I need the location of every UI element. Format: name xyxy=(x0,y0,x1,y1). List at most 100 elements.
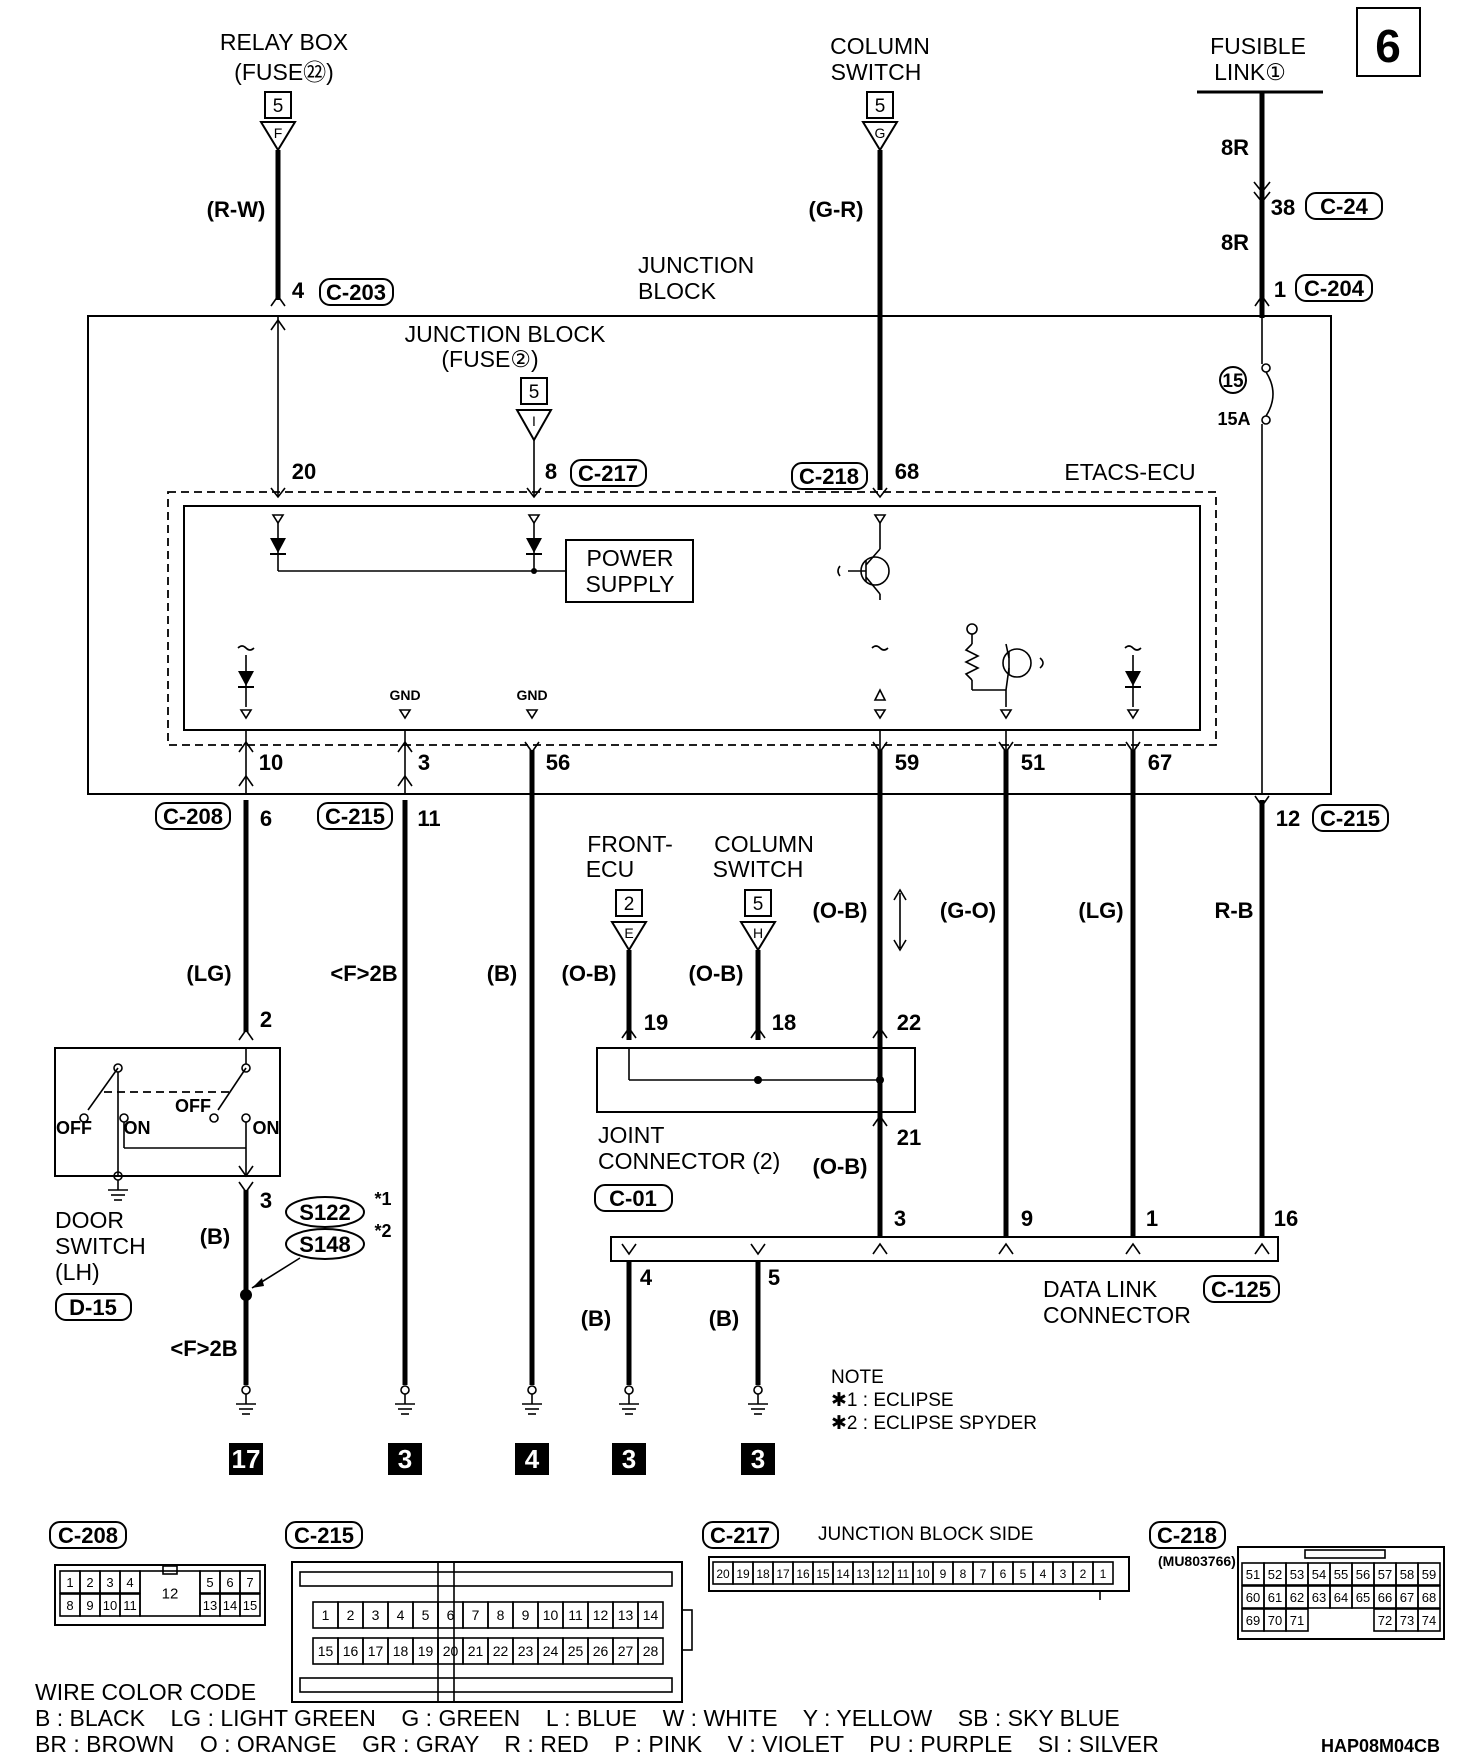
c218-part-number: (MU803766) xyxy=(1158,1553,1236,1569)
ecu-pin-10: 10 xyxy=(259,750,283,775)
note-2: ✱2 : ECLIPSE SPYDER xyxy=(831,1413,1037,1434)
pin-cell: 18 xyxy=(387,1637,414,1665)
dlc-pin-3: 3 xyxy=(894,1206,906,1231)
pin-number: 3 xyxy=(1060,1567,1067,1581)
pin-number: 13 xyxy=(618,1607,634,1623)
pin-cell: 15 xyxy=(239,1593,261,1617)
note-title: NOTE xyxy=(831,1367,884,1388)
pin-cell: 62 xyxy=(1285,1585,1309,1609)
pin-cell: 16 xyxy=(337,1637,364,1665)
pin-number: 3 xyxy=(106,1575,113,1590)
pin-number: 69 xyxy=(1246,1613,1260,1628)
pin-cell: 53 xyxy=(1285,1562,1309,1586)
pin-cell: 16 xyxy=(792,1561,814,1585)
pin-number: 4 xyxy=(126,1575,133,1590)
junction-block-frame xyxy=(87,315,1332,795)
wire-color-code-title: WIRE COLOR CODE xyxy=(35,1679,256,1705)
dlc-pin-16: 16 xyxy=(1274,1206,1298,1231)
pin-cell: 1 xyxy=(312,1601,339,1629)
pin-number: 6 xyxy=(1000,1567,1007,1581)
wire-lg-door: (LG) xyxy=(186,961,231,986)
pin-number: 7 xyxy=(980,1567,987,1581)
pin-number: 3 xyxy=(372,1607,380,1623)
front-ecu-title-1: FRONT- xyxy=(587,831,673,857)
pin-cell: 12 xyxy=(872,1561,894,1585)
pin-number: 51 xyxy=(1246,1567,1260,1582)
ground-symbol: 3 xyxy=(612,1385,646,1475)
ecu-pin-56: 56 xyxy=(546,750,570,775)
joint-connector-title-1: JOINT xyxy=(598,1122,664,1148)
pin-number: 2 xyxy=(86,1575,93,1590)
pin-number: 6 xyxy=(226,1575,233,1590)
column-switch-2-title-1: COLUMN xyxy=(714,831,814,857)
pin-number: 73 xyxy=(1400,1613,1414,1628)
column-switch-wire-color: (G-R) xyxy=(809,197,864,222)
pin-cell: 52 xyxy=(1263,1562,1287,1586)
pin-number: 28 xyxy=(643,1643,659,1659)
pin-number: 22 xyxy=(493,1643,509,1659)
dlc-wire-b1: (B) xyxy=(581,1306,612,1331)
ground-ref-box xyxy=(612,1443,646,1475)
pin-number: 12 xyxy=(876,1567,890,1581)
pin-cell: 10 xyxy=(99,1593,121,1617)
pin-cell: 58 xyxy=(1395,1562,1419,1586)
relay-box-tag: F xyxy=(274,125,283,141)
pin-number: 71 xyxy=(1290,1613,1304,1628)
column-switch-2-title-2: SWITCH xyxy=(713,856,804,882)
door-on-1: ON xyxy=(124,1118,151,1138)
pin-number: 16 xyxy=(343,1643,359,1659)
pin-cell: 7 xyxy=(239,1570,261,1594)
pin-number: 21 xyxy=(468,1643,484,1659)
joint-connector-id: C-01 xyxy=(609,1186,657,1211)
ground-symbol: 17 xyxy=(229,1385,263,1475)
column-switch-title-1: COLUMN xyxy=(830,33,930,59)
gnd-label-1: GND xyxy=(389,687,420,703)
ground-ref-number: 3 xyxy=(751,1444,765,1474)
pin-number: 20 xyxy=(443,1643,459,1659)
pin-cell: 19 xyxy=(412,1637,439,1665)
pin-number: 12 xyxy=(593,1607,609,1623)
pin-cell: 71 xyxy=(1285,1608,1309,1632)
pin-cell: 72 xyxy=(1373,1608,1397,1632)
column-switch-title-2: SWITCH xyxy=(831,59,922,85)
c215-pin-a: 11 xyxy=(417,806,440,831)
pin-cell: 14 xyxy=(832,1561,854,1585)
ground-symbol: 3 xyxy=(741,1385,775,1475)
dlc-pin-9: 9 xyxy=(1021,1206,1033,1231)
pin-cell: 26 xyxy=(587,1637,614,1665)
pin-cell: 15 xyxy=(812,1561,834,1585)
c218-view-label: C-218 xyxy=(1157,1523,1217,1548)
pin-cell: 55 xyxy=(1329,1562,1353,1586)
pin-number: 14 xyxy=(643,1607,659,1623)
power-supply-label-1: POWER xyxy=(587,545,674,571)
jb-fuse-title-2: (FUSE②) xyxy=(441,346,538,372)
relay-box-page-ref: 5 xyxy=(273,96,284,117)
pin-cell: 6 xyxy=(437,1601,464,1629)
pin-number: 62 xyxy=(1290,1590,1304,1605)
pin-cell: 7 xyxy=(462,1601,489,1629)
pin-number: 13 xyxy=(856,1567,870,1581)
pin-cell: 56 xyxy=(1351,1562,1375,1586)
fusible-link-title-1: FUSIBLE xyxy=(1210,33,1306,59)
pin-cell: 6 xyxy=(992,1561,1014,1585)
column-switch-2-tag: H xyxy=(753,925,763,941)
pin-cell: 64 xyxy=(1329,1585,1353,1609)
ground-ref-number: 3 xyxy=(398,1444,412,1474)
pin-number: 55 xyxy=(1334,1567,1348,1582)
pin-cell: 4 xyxy=(387,1601,414,1629)
pin-cell: 11 xyxy=(119,1593,141,1617)
c215-view-label: C-215 xyxy=(294,1523,354,1548)
door-switch-contacts xyxy=(79,1048,251,1201)
c24-pin: 38 xyxy=(1271,195,1295,220)
pin-cell: 11 xyxy=(892,1561,914,1585)
column-switch-tag: G xyxy=(875,125,886,141)
pin-cell: 9 xyxy=(932,1561,954,1585)
pin-number: 15 xyxy=(318,1643,334,1659)
etacs-bottom-terminals: GND GND xyxy=(237,623,1142,720)
c215-connector-b: C-215 xyxy=(1320,806,1380,831)
pin-cell: 70 xyxy=(1263,1608,1287,1632)
jb-fuse-tag: I xyxy=(532,413,536,429)
door-switch-pin-3: 3 xyxy=(260,1188,272,1213)
pin-cell: 17 xyxy=(362,1637,389,1665)
pin-number: 23 xyxy=(518,1643,534,1659)
